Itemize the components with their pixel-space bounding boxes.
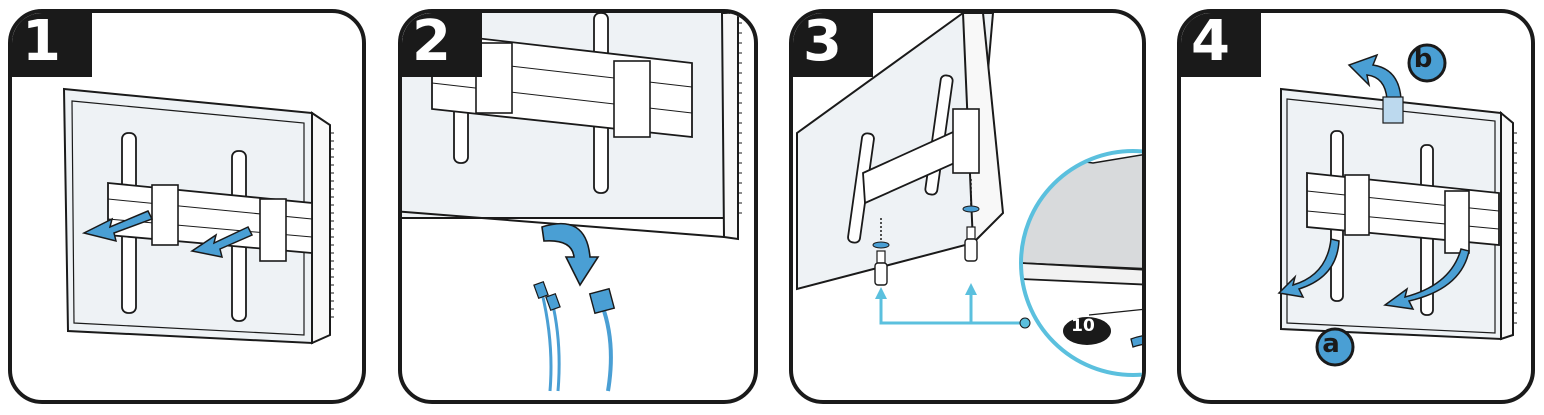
step-3-panel: 3 <box>789 9 1146 404</box>
step-2-panel: 2 <box>398 9 758 404</box>
step-4-illustration <box>1277 43 1517 367</box>
arm-left <box>1344 174 1370 236</box>
arm-right <box>952 108 980 174</box>
tv-vents <box>1513 132 1517 324</box>
part-number-label: 10 <box>1071 316 1095 336</box>
arrow-left-icon <box>81 210 154 243</box>
arm-right <box>1444 190 1470 254</box>
arm-left <box>151 184 179 246</box>
tv-vents <box>738 22 742 214</box>
label-b-badge <box>1407 43 1447 83</box>
part-number-badge <box>1063 317 1111 345</box>
label-a-badge <box>1315 327 1355 367</box>
step-4-panel: 4 <box>1177 9 1535 404</box>
step-badge: 4 <box>1181 9 1261 77</box>
coax-cable <box>540 292 553 392</box>
arm-right <box>613 60 651 138</box>
step-1-illustration <box>62 87 334 345</box>
screwdriver-icon <box>962 179 980 262</box>
arrow-down-curved-icon <box>541 222 600 287</box>
tv-lift-marker <box>1382 96 1404 124</box>
tv-side <box>1500 110 1514 341</box>
tv-side <box>311 111 331 345</box>
step-number: 4 <box>1191 9 1230 74</box>
step-number: 2 <box>412 9 451 74</box>
step-badge: 3 <box>793 9 873 77</box>
screwdriver-icon <box>872 218 890 286</box>
arrow-left-icon <box>190 226 254 258</box>
label-b: b <box>1413 44 1433 74</box>
label-a: a <box>1322 329 1340 359</box>
step-badge: 2 <box>402 9 482 77</box>
arm-left <box>475 42 513 114</box>
step-3-illustration <box>796 13 1142 377</box>
step-number: 1 <box>22 9 61 74</box>
part-leader-line <box>1088 308 1142 316</box>
arrow-left-icon <box>1277 238 1340 298</box>
tv-border <box>71 100 305 336</box>
arm-right <box>259 198 287 262</box>
arrow-left-icon <box>1383 248 1470 310</box>
power-cable <box>600 304 613 392</box>
detail-zoom-circle <box>1019 149 1142 377</box>
tv-vents <box>330 132 334 318</box>
step-number: 3 <box>803 9 842 74</box>
plug <box>588 287 616 315</box>
step-badge: 1 <box>12 9 92 77</box>
callout-line <box>879 293 1025 325</box>
tv-side <box>720 13 739 241</box>
step-1-panel: 1 <box>8 9 366 404</box>
